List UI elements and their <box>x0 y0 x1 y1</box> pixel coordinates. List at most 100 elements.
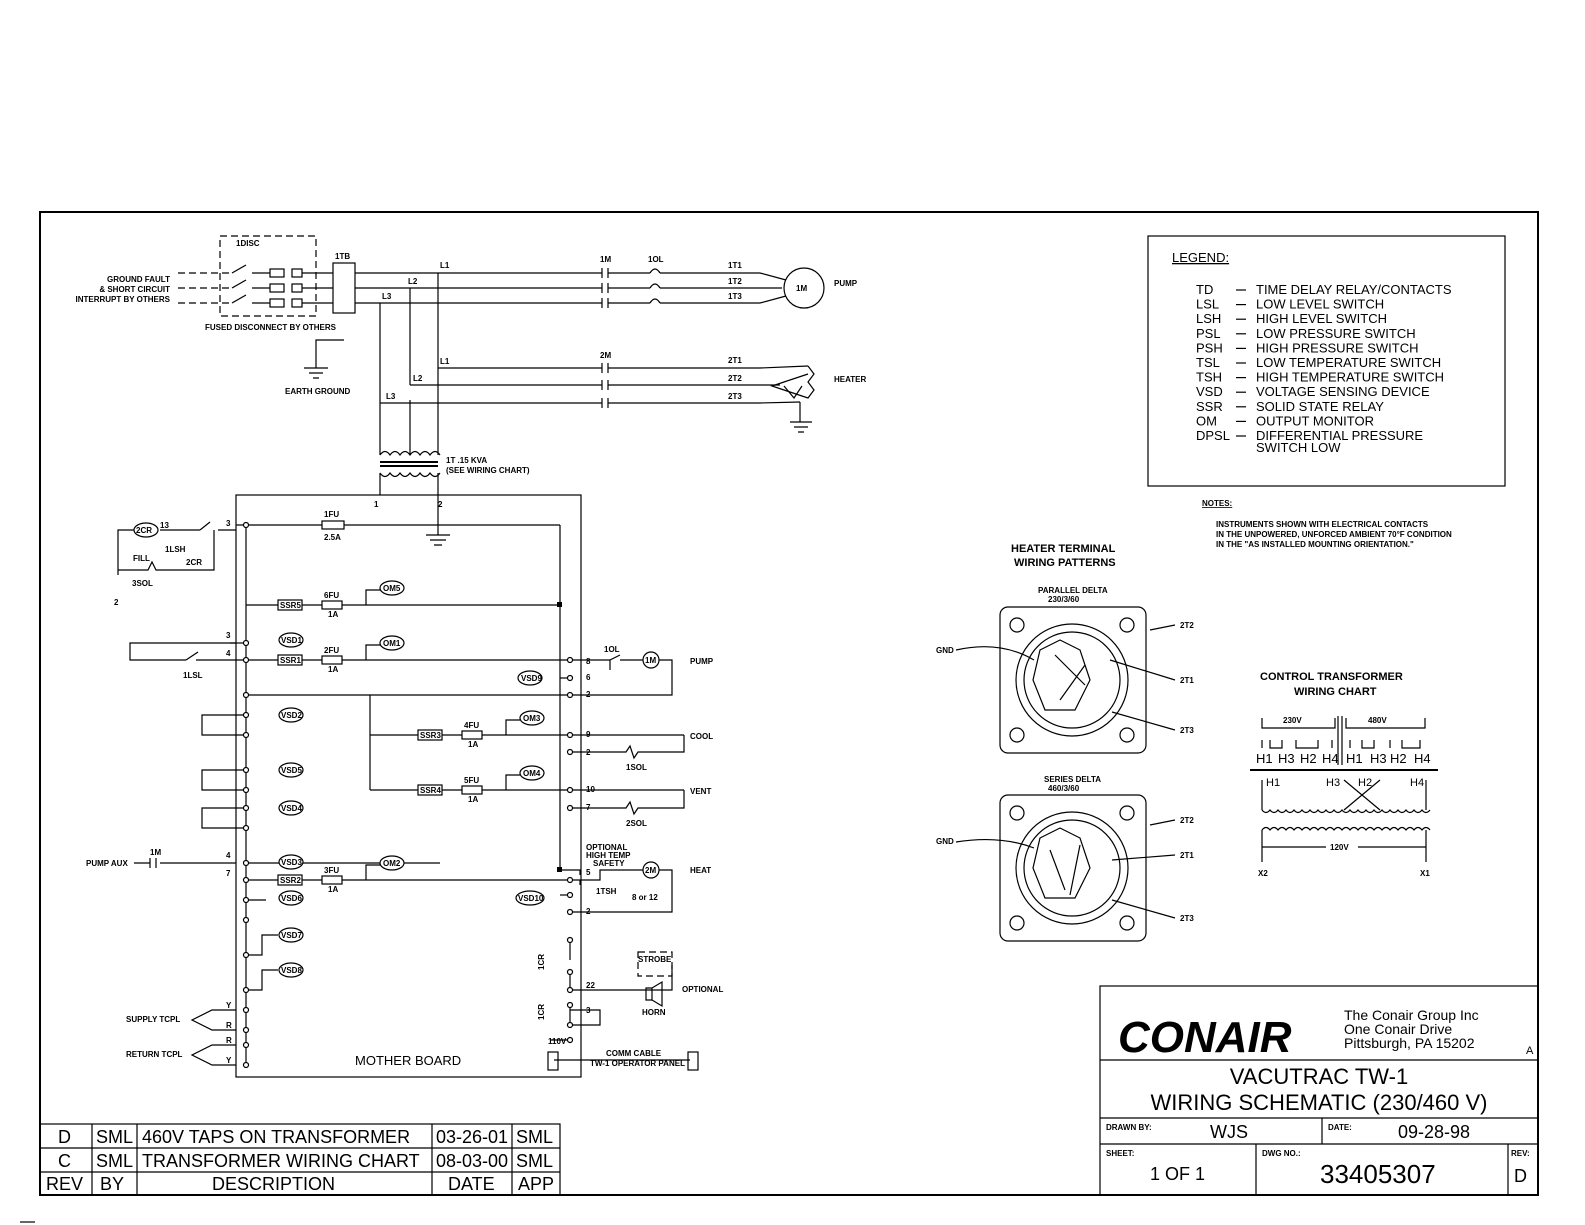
term-4: 4 <box>226 649 231 658</box>
vsd3-label: VSD3 <box>281 858 302 867</box>
notes-line-2: IN THE UNPOWERED, UNFORCED AMBIENT 70°F … <box>1216 530 1452 539</box>
ct-x2: X2 <box>1258 869 1268 878</box>
control-transformer-chart: CONTROL TRANSFORMER WIRING CHART 230V 48… <box>1250 671 1438 878</box>
n2-label: 2 <box>114 598 119 607</box>
ssr4-label: SSR4 <box>420 786 441 795</box>
ssr1-label: SSR1 <box>280 656 301 665</box>
2m-label: 2M <box>600 351 611 360</box>
om5-label: OM5 <box>383 584 401 593</box>
rev-c-by: SML <box>96 1151 133 1171</box>
series-label-1: SERIES DELTA <box>1044 775 1101 784</box>
gnd-label-1: GND <box>936 646 954 655</box>
heat-output-label: HEAT <box>690 866 711 875</box>
term-y2: Y <box>226 1056 232 1065</box>
ct-h2-c: H2 <box>1358 777 1372 789</box>
lsh-label: 1LSH <box>165 545 186 554</box>
fu3-amp: 1A <box>328 885 338 894</box>
notes: NOTES: INSTRUMENTS SHOWN WITH ELECTRICAL… <box>1202 499 1452 549</box>
term-r1b: R <box>226 1036 232 1045</box>
rev-c-date: 08-03-00 <box>436 1151 508 1171</box>
fused-label: FUSED DISCONNECT BY OTHERS <box>205 323 337 332</box>
p-2t1: 2T1 <box>1180 676 1194 685</box>
fu2-amp: 1A <box>328 665 338 674</box>
l1-label: L1 <box>440 261 450 270</box>
1sol-label: 1SOL <box>626 763 647 772</box>
term-y1: Y <box>226 1001 232 1010</box>
vsd8-label: VSD8 <box>281 966 302 975</box>
ct-h4-b: H4 <box>1414 751 1431 766</box>
legend-desc: LOW LEVEL SWITCH <box>1256 297 1384 312</box>
legend-box <box>1147 235 1506 487</box>
r7: 7 <box>586 803 591 812</box>
series-terminal-plate <box>999 794 1147 942</box>
horn-icon <box>645 980 663 1008</box>
operator-panel-label: TW-1 OPERATOR PANEL <box>590 1059 685 1068</box>
ct-230v: 230V <box>1283 716 1302 725</box>
term-7: 7 <box>226 869 231 878</box>
ct-h2-a: H2 <box>1300 751 1317 766</box>
term-r1: R <box>226 1021 232 1030</box>
fu6-label: 6FU <box>324 591 339 600</box>
sheet-label: SHEET: <box>1106 1149 1134 1158</box>
r2c: 2 <box>586 907 591 916</box>
legend-desc: LOW PRESSURE SWITCH <box>1256 326 1416 341</box>
l2-label: L2 <box>408 277 418 286</box>
n13-label: 13 <box>160 521 169 530</box>
2cr-b-label: 2CR <box>186 558 202 567</box>
ct-h4-c: H4 <box>1410 777 1424 789</box>
vent-output-label: VENT <box>690 787 711 796</box>
company-line-2: One Conair Drive <box>1344 1021 1452 1037</box>
legend-abbr: TD <box>1196 282 1213 297</box>
drawn-by-label: DRAWN BY: <box>1106 1123 1152 1132</box>
rev-mark: A <box>1526 1045 1534 1057</box>
comm-cable-label: COMM CABLE <box>606 1049 662 1058</box>
3sol-label: 3SOL <box>132 579 153 588</box>
legend-desc: LOW TEMPERATURE SWITCH <box>1256 355 1441 370</box>
p-2t3: 2T3 <box>1180 726 1194 735</box>
legend-abbr: LSH <box>1196 311 1221 326</box>
vsd1-label: VSD1 <box>281 636 302 645</box>
revision-table <box>39 1123 561 1196</box>
drawing-border <box>39 211 1539 1196</box>
rev-d-app: SML <box>516 1127 553 1147</box>
l1b-label: L1 <box>440 357 450 366</box>
terminal-block-1tb <box>332 262 356 314</box>
term-1: 1 <box>374 500 379 509</box>
rev-head-by: BY <box>100 1174 124 1194</box>
rev-d-date: 03-26-01 <box>436 1127 508 1147</box>
vsd2-label: VSD2 <box>281 711 302 720</box>
horn-label: HORN <box>642 1008 666 1017</box>
strobe-label: STROBE <box>638 955 672 964</box>
1ol-label: 1OL <box>648 255 664 264</box>
r9: 9 <box>586 730 591 739</box>
2t3-label: 2T3 <box>728 392 742 401</box>
vsd7-label: VSD7 <box>281 931 302 940</box>
ct-h4-a: H4 <box>1322 751 1339 766</box>
term-2: 2 <box>438 500 443 509</box>
legend-abbr: SSR <box>1196 399 1223 414</box>
ct-h1-a: H1 <box>1256 751 1273 766</box>
fu5-label: 5FU <box>464 776 479 785</box>
tb-label: 1TB <box>335 252 350 261</box>
rev-c-desc: TRANSFORMER WIRING CHART <box>142 1151 420 1171</box>
company-line-3: Pittsburgh, PA 15202 <box>1344 1035 1475 1051</box>
ct-h3-b: H3 <box>1370 751 1387 766</box>
s-2t3: 2T3 <box>1180 914 1194 923</box>
r2: 2 <box>586 690 591 699</box>
ct-title-1: CONTROL TRANSFORMER <box>1260 671 1403 683</box>
xfmr-label-2: (SEE WIRING CHART) <box>446 466 530 475</box>
1m-coil-label: 1M <box>645 656 656 665</box>
ct-x1: X1 <box>1420 869 1430 878</box>
legend-desc: HIGH PRESSURE SWITCH <box>1256 340 1419 355</box>
mother-board <box>235 494 582 1078</box>
rev-value: D <box>1514 1166 1527 1186</box>
ht-title-1: HEATER TERMINAL <box>1011 543 1116 555</box>
l2b-label: L2 <box>413 374 423 383</box>
1t2-label: 1T2 <box>728 277 742 286</box>
legend-abbr: PSH <box>1196 340 1223 355</box>
fu2-label: 2FU <box>324 646 339 655</box>
xfmr-label-1: 1T .15 KVA <box>446 456 487 465</box>
drawing-date: 09-28-98 <box>1398 1122 1470 1142</box>
legend-abbr: TSH <box>1196 370 1222 385</box>
